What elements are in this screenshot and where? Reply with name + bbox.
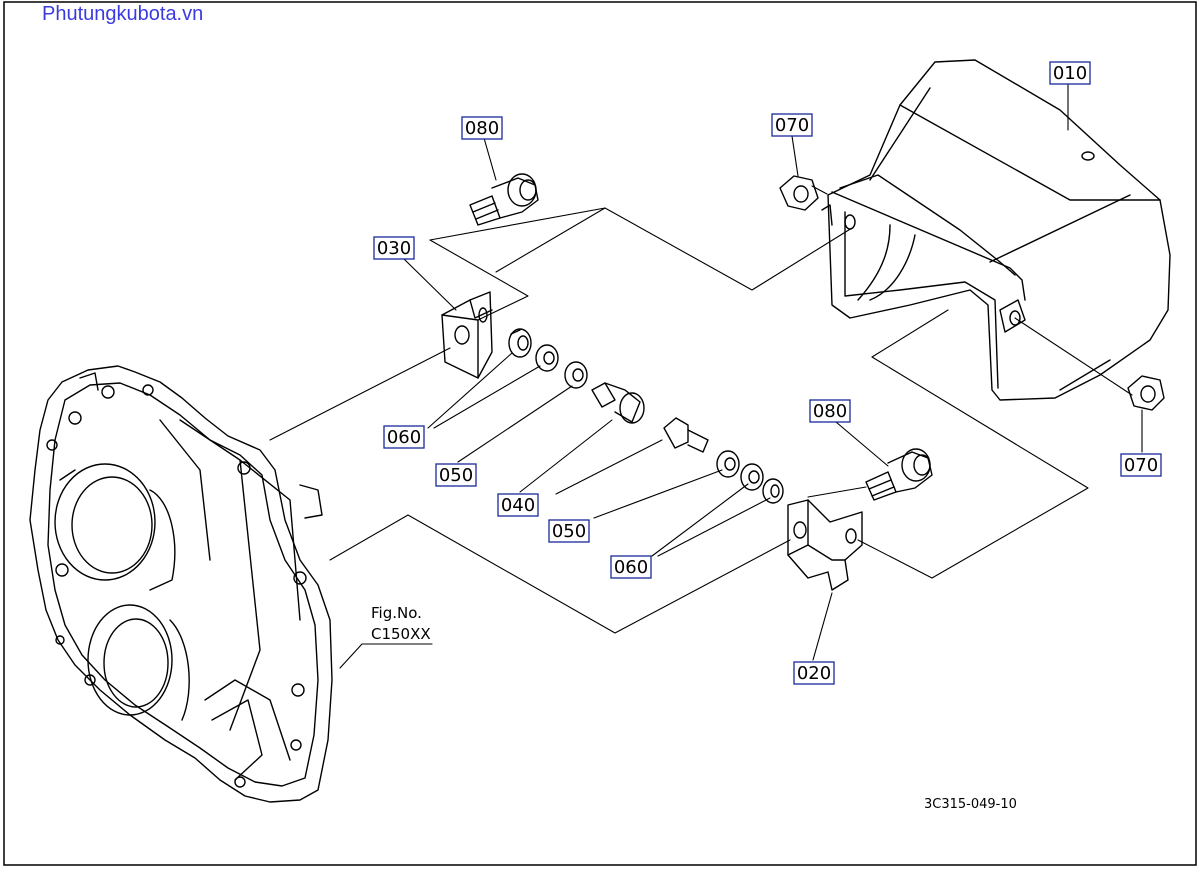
washer-050-lower — [716, 450, 740, 478]
bracket-030 — [441, 291, 493, 379]
callout-label: 010 — [1053, 63, 1087, 84]
callout-label: 050 — [439, 465, 473, 486]
washer-060-upper-b — [535, 344, 559, 372]
callout-010[interactable]: 010 — [1049, 61, 1091, 85]
callout-box — [548, 519, 590, 543]
transmission-housing — [29, 365, 333, 803]
callout-label: 060 — [614, 557, 648, 578]
callout-box — [497, 493, 539, 517]
callout-070b[interactable]: 070 — [1120, 453, 1162, 477]
callout-label: 020 — [797, 663, 831, 684]
diagram-border — [3, 1, 1197, 866]
callout-060b[interactable]: 060 — [610, 555, 652, 579]
drawing-code: 3C315-049-10 — [924, 797, 1017, 812]
nut-070-upper — [779, 175, 819, 211]
fig-code: C150XX — [371, 625, 431, 643]
callout-020[interactable]: 020 — [793, 661, 835, 685]
assembly-lines — [269, 185, 1133, 634]
callout-label: 070 — [775, 115, 809, 136]
washer-060-lower-b — [762, 478, 784, 504]
callout-box — [1049, 61, 1091, 85]
fig-no-label: Fig.No. — [371, 604, 422, 622]
bracket-020 — [787, 499, 863, 591]
callout-040[interactable]: 040 — [497, 493, 539, 517]
callout-label: 050 — [552, 521, 586, 542]
nut-070-lower — [1127, 375, 1165, 411]
leader-lines — [339, 83, 1143, 669]
callout-050a[interactable]: 050 — [435, 463, 477, 487]
callout-030[interactable]: 030 — [373, 236, 415, 260]
callout-label: 080 — [465, 118, 499, 139]
callout-box — [373, 236, 415, 260]
callout-box — [610, 555, 652, 579]
callout-080a[interactable]: 080 — [461, 116, 503, 140]
callouts: 010 070 080 030 060 050 040 050 060 080 070 020 — [373, 61, 1162, 685]
callout-box — [1120, 453, 1162, 477]
bolt-040-lower — [663, 417, 709, 453]
callout-label: 060 — [387, 427, 421, 448]
callout-070a[interactable]: 070 — [771, 113, 813, 137]
callout-box — [793, 661, 835, 685]
callout-label: 070 — [1124, 455, 1158, 476]
washer-050-upper — [564, 361, 588, 389]
callout-box — [771, 113, 813, 137]
pin-040-upper — [591, 382, 645, 424]
washer-060-lower-a — [740, 463, 764, 491]
callout-box — [435, 463, 477, 487]
cover-010 — [821, 59, 1171, 401]
callout-label: 030 — [377, 238, 411, 259]
callout-box — [809, 399, 851, 423]
callout-box — [383, 425, 425, 449]
callout-060a[interactable]: 060 — [383, 425, 425, 449]
watermark-text[interactable]: Phutungkubota.vn — [42, 3, 204, 25]
bolt-080-lower — [865, 448, 933, 501]
callout-label: 040 — [501, 495, 535, 516]
callout-box — [461, 116, 503, 140]
bolt-080-upper — [469, 173, 539, 226]
callout-label: 080 — [813, 401, 847, 422]
washer-060-upper-a — [508, 328, 532, 358]
callout-050b[interactable]: 050 — [548, 519, 590, 543]
callout-080b[interactable]: 080 — [809, 399, 851, 423]
